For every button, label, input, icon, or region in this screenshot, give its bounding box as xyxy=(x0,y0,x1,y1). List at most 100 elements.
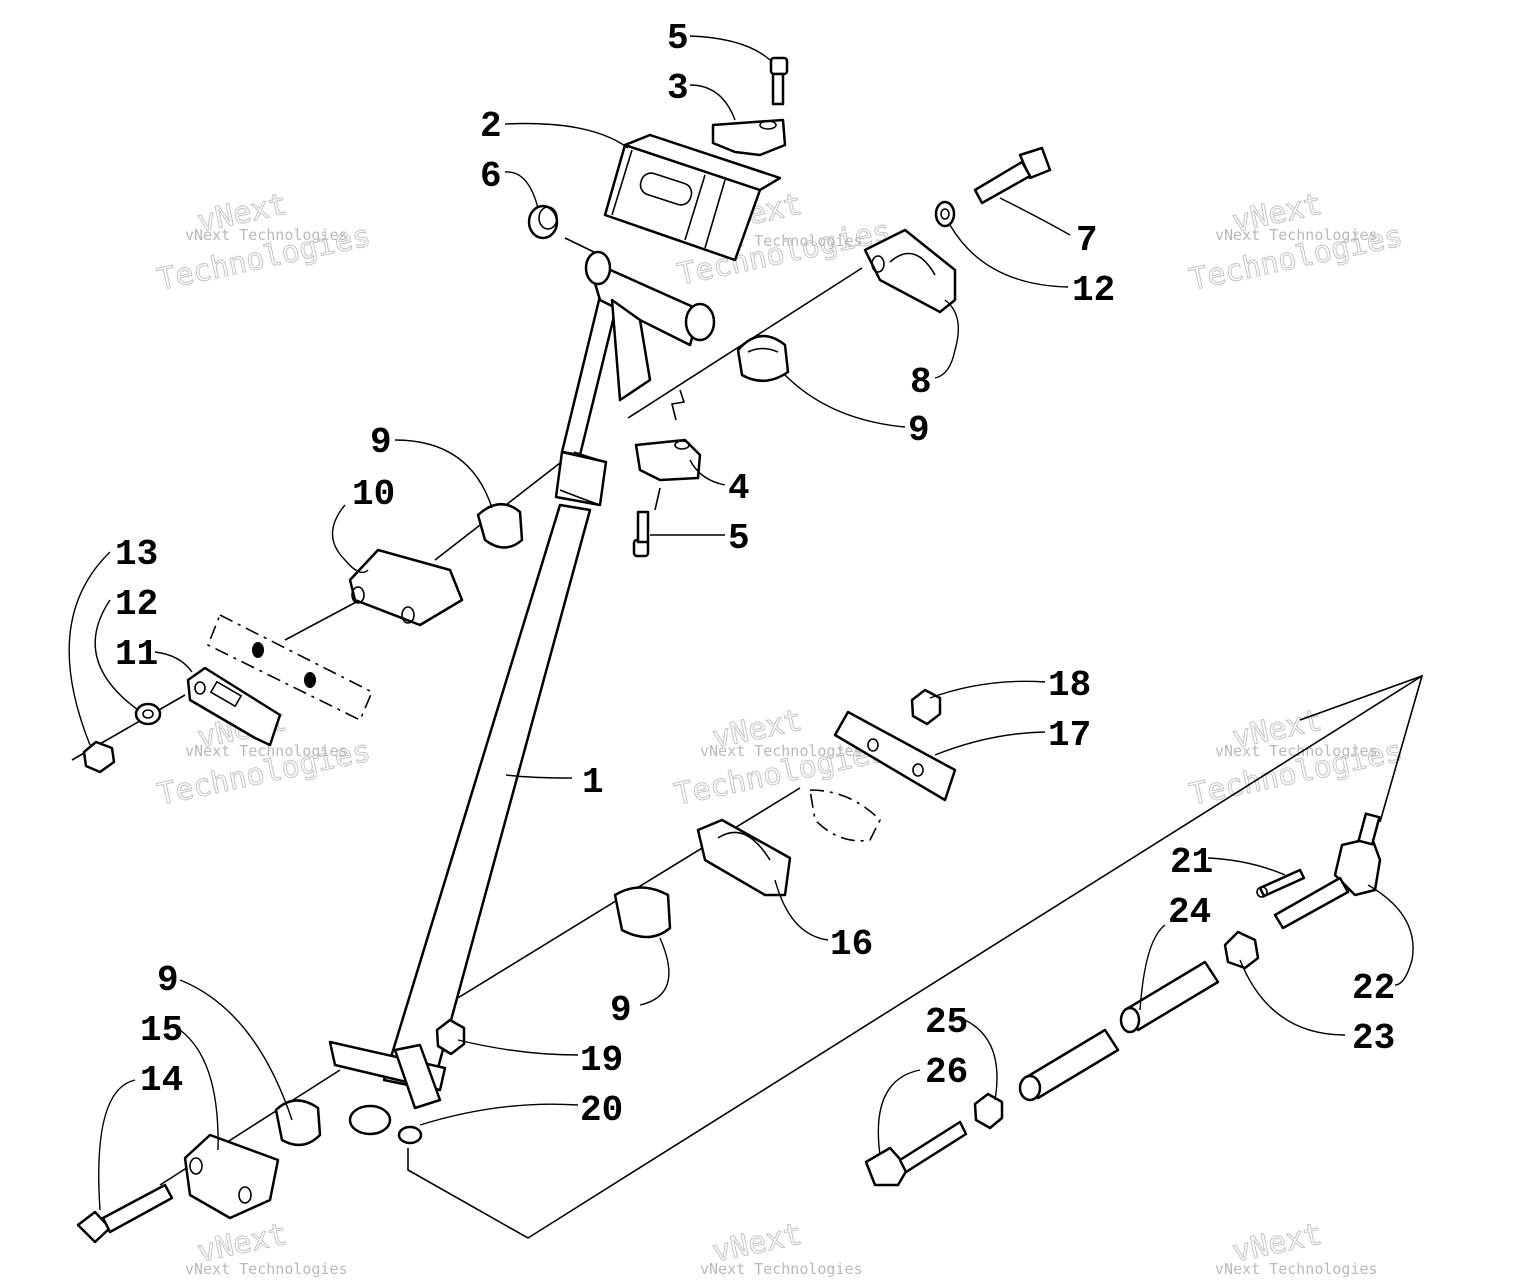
leader-9c xyxy=(639,937,670,1006)
bushing-lower-left xyxy=(274,1099,322,1147)
bushing-upper-right xyxy=(736,335,790,382)
plate-body xyxy=(186,666,282,747)
washer-hole xyxy=(940,208,950,220)
cap-screw-top xyxy=(769,56,789,106)
plug-body xyxy=(527,204,559,240)
callout-9-upper-right: 9 xyxy=(908,410,930,451)
cap-screw-lower xyxy=(632,510,650,558)
cap-body xyxy=(711,118,787,157)
assembly-axis-lines xyxy=(71,237,1424,1239)
tie-rod-axis-line xyxy=(407,674,1424,1239)
callout-10: 10 xyxy=(352,474,395,515)
bolt-upper xyxy=(973,146,1052,205)
phantom-hole xyxy=(304,672,316,688)
phantom-outline xyxy=(206,613,374,722)
jam-nut-right xyxy=(1223,930,1260,970)
bracket-body xyxy=(696,818,792,897)
leader-lines xyxy=(68,35,1414,1211)
screw-head xyxy=(769,56,789,76)
leader-13 xyxy=(68,551,111,746)
leader-19 xyxy=(457,1039,579,1056)
handlebar-clamp-top xyxy=(623,133,782,192)
leader-24 xyxy=(1139,924,1166,1011)
callout-21: 21 xyxy=(1170,842,1213,883)
mounting-plate xyxy=(186,666,282,747)
steering-post-gusset xyxy=(610,298,652,402)
callout-labels: 5 3 2 6 7 12 8 9 4 5 9 10 13 12 11 1 18 … xyxy=(115,18,1395,1131)
callout-23: 23 xyxy=(1352,1018,1395,1059)
callout-15: 15 xyxy=(140,1010,183,1051)
callout-9-lower-center: 9 xyxy=(610,990,632,1031)
hex-nut-upper-right xyxy=(910,688,942,726)
callout-26: 26 xyxy=(925,1052,968,1093)
leader-12b xyxy=(94,599,139,711)
bracket-cap-hole xyxy=(401,606,415,624)
callout-11: 11 xyxy=(115,634,158,675)
tie-rod-end-body xyxy=(864,1146,910,1187)
handlebar-cap-lower xyxy=(634,438,702,482)
steering-post xyxy=(328,250,716,1136)
handlebar-clamp-slot xyxy=(639,172,693,206)
watermark-bottom-center: vNext vNext Technologies xyxy=(700,1216,863,1278)
leader-1 xyxy=(505,774,573,779)
spacer-plate-body xyxy=(833,710,957,802)
bracket-cap-hole xyxy=(238,1186,252,1204)
leader-12a xyxy=(949,224,1069,288)
callout-16: 16 xyxy=(830,924,873,965)
plate-hole xyxy=(194,681,206,695)
callout-2: 2 xyxy=(480,106,502,147)
tie-rod-end xyxy=(1273,812,1382,930)
bushing-body xyxy=(476,503,524,549)
washer-lower xyxy=(397,1125,423,1145)
plug xyxy=(527,204,559,240)
callout-6: 6 xyxy=(480,156,502,197)
tie-rod-tube xyxy=(1018,960,1220,1102)
callout-25: 25 xyxy=(925,1002,968,1043)
leader-9a xyxy=(784,374,906,428)
washer-upper xyxy=(934,200,956,228)
callout-9-lower-left: 9 xyxy=(157,960,179,1001)
bushing-upper-left xyxy=(476,503,524,549)
hex-nut-lower xyxy=(435,1018,466,1056)
leader-7 xyxy=(999,197,1071,236)
callout-19: 19 xyxy=(580,1040,623,1081)
watermark-text: vNext Technologies xyxy=(185,226,348,244)
bracket-cap-body xyxy=(183,1133,280,1220)
bracket-body xyxy=(863,228,957,314)
screw-shank xyxy=(636,510,650,544)
callout-5-top: 5 xyxy=(667,18,689,59)
tie-rod-end-stud xyxy=(1357,812,1381,846)
leader-26 xyxy=(877,1069,921,1156)
handlebar-clamp-rib xyxy=(684,174,706,241)
bracket-cap-body xyxy=(348,548,464,627)
steering-post-upper xyxy=(560,294,620,457)
callout-14: 14 xyxy=(140,1060,183,1101)
washer-body xyxy=(134,702,162,726)
tie-rod-end-left xyxy=(864,1120,968,1187)
callout-12-upper: 12 xyxy=(1072,270,1115,311)
spacer-plate-hole xyxy=(912,763,924,777)
watermark-top-right: vNext vNext Technologies Technologies xyxy=(1186,186,1406,298)
bolt-shank xyxy=(101,1183,174,1234)
callout-1: 1 xyxy=(582,762,604,803)
leader-17 xyxy=(934,731,1046,756)
washer-body xyxy=(397,1125,423,1145)
bushing-ring xyxy=(573,451,607,463)
plate-slot xyxy=(209,680,243,708)
leader-4 xyxy=(689,459,726,486)
watermark-bottom-left: vNext vNext Technologies xyxy=(185,1216,348,1278)
handlebar-clamp-rib xyxy=(611,149,633,216)
callout-17: 17 xyxy=(1048,715,1091,756)
bolt-lower xyxy=(76,1183,174,1244)
callout-18: 18 xyxy=(1048,665,1091,706)
bushing-body xyxy=(613,886,672,939)
nut-body xyxy=(1223,930,1260,970)
callout-4: 4 xyxy=(728,468,750,509)
leader-22 xyxy=(1367,884,1414,986)
cotter-pin-eye xyxy=(1256,886,1268,898)
steering-post-head-end xyxy=(684,302,716,342)
callout-3: 3 xyxy=(667,68,689,109)
axis-line xyxy=(284,599,361,641)
leader-20 xyxy=(419,1103,579,1126)
